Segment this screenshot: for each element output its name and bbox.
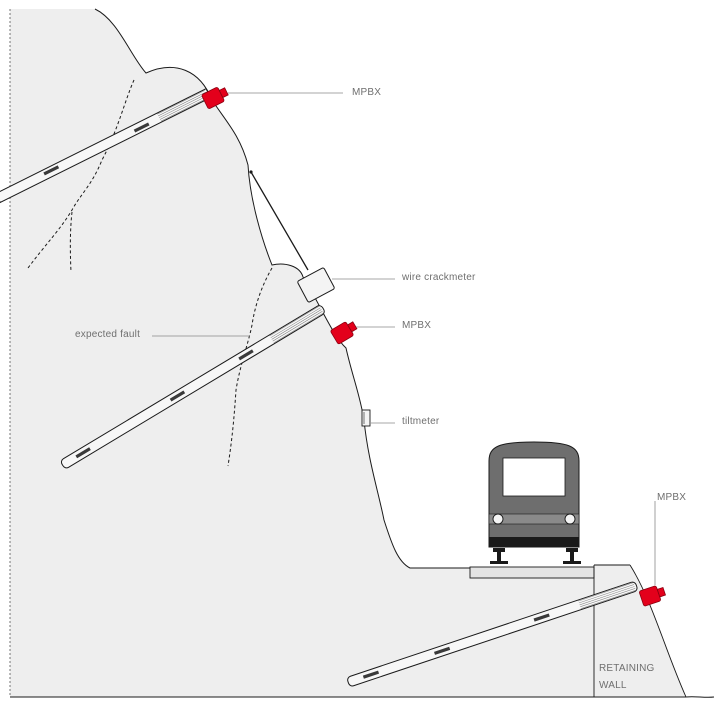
retaining-wall-label-line2: WALL bbox=[599, 680, 627, 691]
retaining-wall-label-line1: RETAINING bbox=[599, 663, 655, 674]
leader-lines bbox=[152, 92, 656, 585]
mpbx-middle-label: MPBX bbox=[402, 320, 432, 331]
mpbx-middle-borehole bbox=[60, 305, 325, 469]
mpbx-head-icon bbox=[639, 585, 667, 607]
tiltmeter-icon bbox=[361, 409, 371, 427]
slope-outline bbox=[94, 8, 470, 569]
wire-crackmeter-icon bbox=[297, 267, 335, 303]
train-icon bbox=[488, 441, 580, 548]
tiltmeter-label: tiltmeter bbox=[402, 416, 440, 427]
ground-line-right bbox=[685, 696, 715, 698]
crackmeter-wire bbox=[250, 171, 309, 271]
retaining-wall bbox=[593, 564, 687, 698]
wire-crackmeter-label: wire crackmeter bbox=[402, 272, 476, 283]
rock-slope bbox=[10, 9, 686, 697]
mpbx-head-icon bbox=[201, 87, 229, 109]
mpbx-top-label: MPBX bbox=[352, 87, 382, 98]
mpbx-head-icon bbox=[330, 321, 358, 345]
rail-icon bbox=[490, 548, 581, 564]
expected-fault-label: expected fault bbox=[75, 329, 141, 340]
mpbx-bottom-label: MPBX bbox=[657, 492, 687, 503]
retaining-wall-label: RETAINING WALL bbox=[599, 660, 659, 694]
track-bed bbox=[469, 566, 595, 579]
mpbx-bottom-borehole bbox=[347, 581, 638, 687]
